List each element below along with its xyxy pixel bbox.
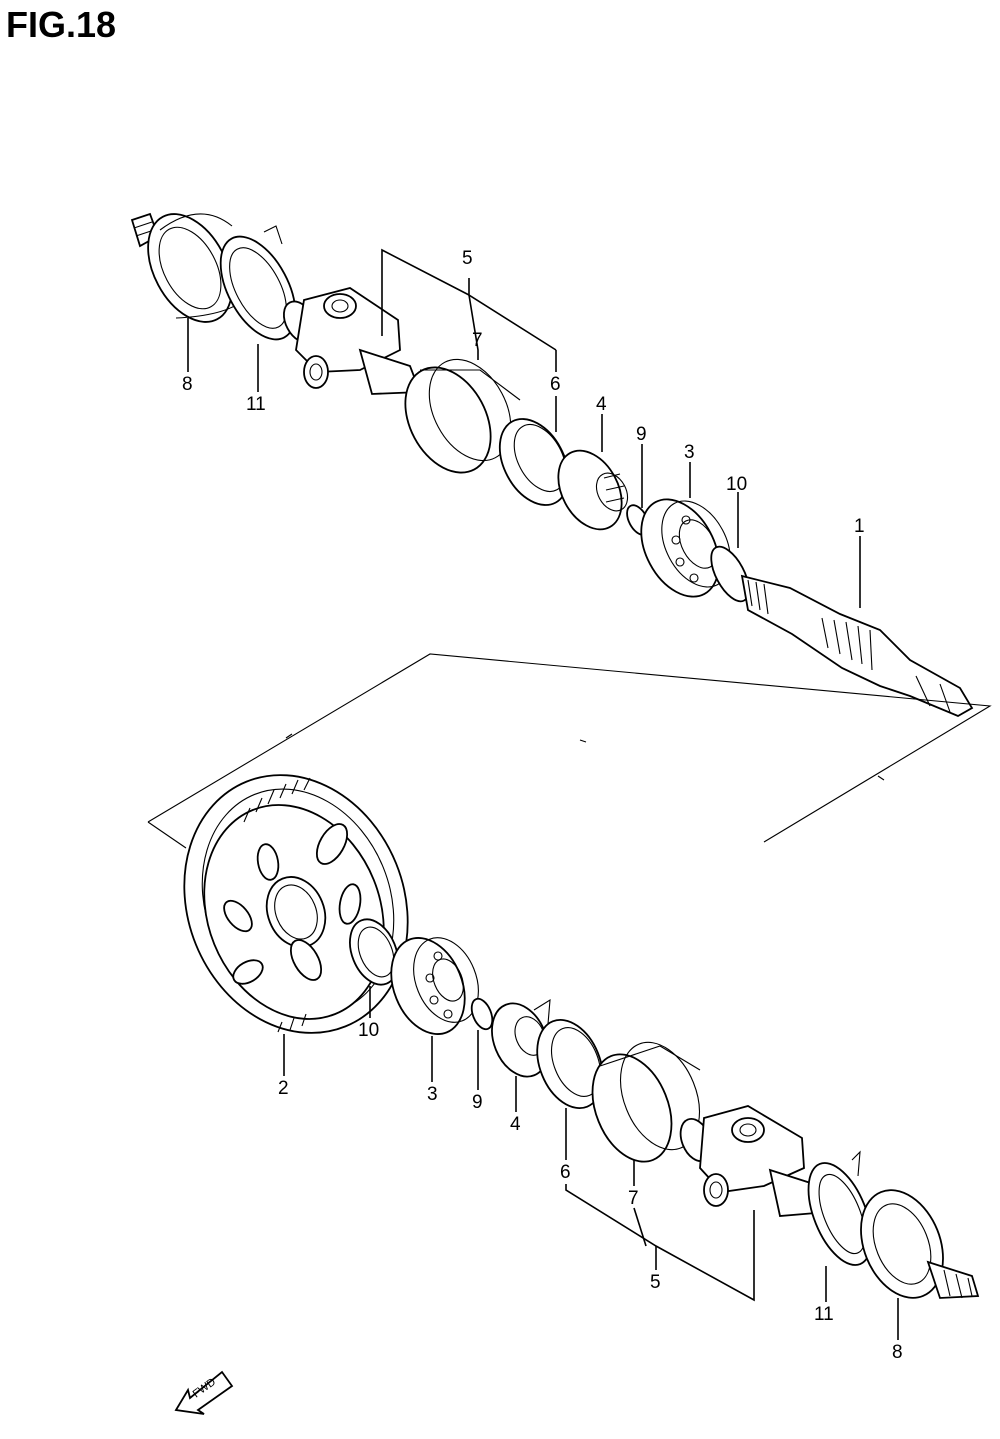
callout-upper-10: 10 [726,474,747,495]
lower-shaft-assembly: 10 2 3 9 4 6 7 5 11 8 [183,774,980,1363]
callout-lower-8: 8 [892,1342,903,1363]
lower-universal-joint [679,1105,830,1217]
upper-universal-joint [282,287,422,395]
callout-lower-10: 10 [358,1020,379,1041]
upper-clamp-part-11 [219,225,297,341]
callout-upper-11: 11 [246,394,266,415]
upper-boot-part-7 [404,358,521,474]
upper-callout-leaders [187,248,861,608]
lower-boot-part-8 [860,1189,980,1299]
arrow-left-down-icon [174,1370,234,1415]
lower-ring-gear-part-2 [183,774,409,1034]
callout-upper-1: 1 [854,516,865,537]
callout-lower-11: 11 [814,1304,834,1325]
lower-boot-part-7 [591,1041,701,1163]
callout-lower-9: 9 [472,1092,483,1113]
callout-lower-3: 3 [427,1084,438,1105]
upper-shaft-assembly: 5 7 6 4 9 3 10 1 8 11 [130,212,974,718]
callout-lower-7: 7 [628,1188,639,1209]
assembly-group-frame [147,653,992,849]
callout-upper-7: 7 [472,330,483,351]
callout-lower-2: 2 [278,1078,289,1099]
upper-bearing-part-3 [640,498,731,598]
lower-callout-leaders [283,986,899,1340]
upper-callout-labels: 5 7 6 4 9 3 10 1 8 11 [182,248,865,537]
callout-upper-8: 8 [182,374,193,395]
upper-boot-part-8 [130,212,245,323]
callout-lower-4: 4 [510,1114,521,1135]
lower-clamp-part-11 [807,1150,873,1266]
upper-seal-part-4 [557,449,629,531]
callout-upper-5: 5 [462,248,473,269]
lower-snap-ring-part-10 [349,918,399,986]
callout-lower-6: 6 [560,1162,571,1183]
upper-drive-shaft-part-1 [740,574,974,718]
figure-title: FIG.18 [6,4,117,45]
lower-ring-part-6 [536,1018,604,1110]
lower-callout-labels: 10 2 3 9 4 6 7 5 11 8 [278,1020,903,1363]
callout-lower-5: 5 [650,1272,661,1293]
upper-snap-ring-part-10 [710,545,750,603]
upper-ring-part-6 [498,418,570,506]
callout-upper-3: 3 [684,442,695,463]
callout-upper-6: 6 [550,374,561,395]
lower-circlip-part-9 [470,997,494,1031]
callout-upper-4: 4 [596,394,607,415]
fwd-direction-indicator: FWD [174,1370,234,1415]
lower-bearing-part-3 [390,937,479,1035]
callout-upper-9: 9 [636,424,647,445]
